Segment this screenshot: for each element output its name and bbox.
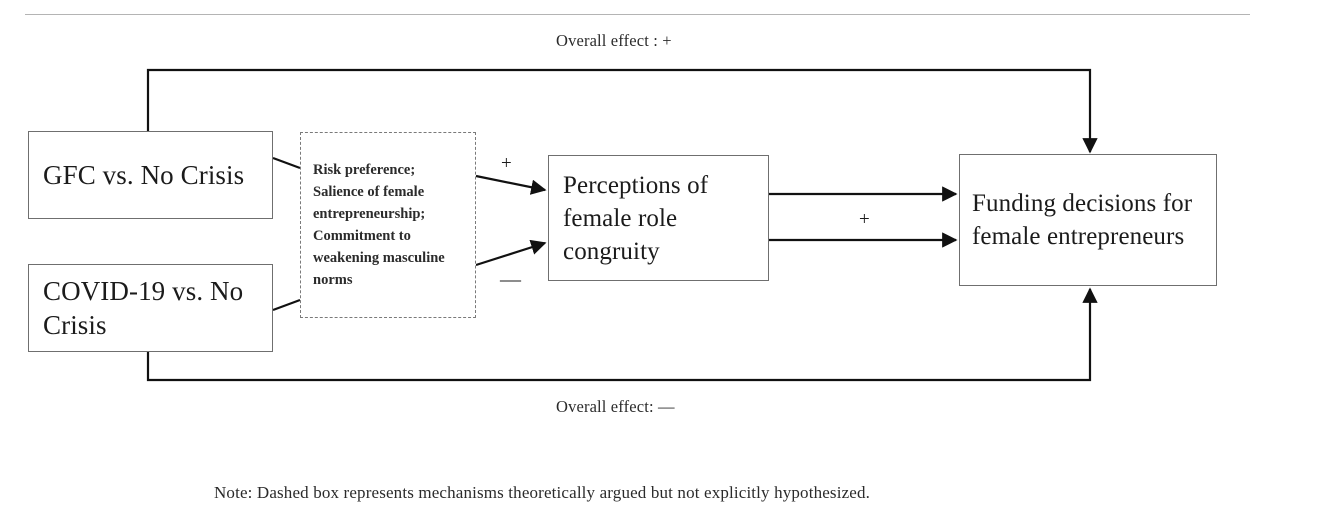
caption-figure-note: Note: Dashed box represents mechanisms t… [214,483,871,502]
edge-covid-to-mechanisms [272,298,301,312]
node-covid19-vs-no-crisis[interactable]: COVID-19 vs. No Crisis [28,264,273,352]
edge-label-perceptions-to-funding-sign: + [859,209,870,230]
node-gfc-vs-no-crisis[interactable]: GFC vs. No Crisis [28,131,273,219]
edge-covid-to-funding-overall [146,287,1098,382]
edge-label-gfc-to-perceptions-sign: + [501,153,512,174]
edge-label-covid-to-perceptions-sign: — [500,267,521,291]
node-perceptions-label: Perceptions of female role congruity [563,171,709,265]
edge-mechanisms-to-perceptions-positive [475,174,547,195]
node-covid-label: COVID-19 vs. No Crisis [43,275,244,340]
node-mechanisms-label: Risk preference; Salience of female entr… [313,161,445,289]
node-gfc-label: GFC vs. No Crisis [43,159,245,190]
caption-overall-effect-top: Overall effect : + [556,31,672,50]
node-funding-label: Funding decisions for female entrepreneu… [972,190,1193,250]
caption-overall-effect-bottom: Overall effect: — [556,397,675,416]
node-funding-decisions-for-female-entrepreneurs[interactable]: Funding decisions for female entrepreneu… [959,154,1217,286]
edge-mechanisms-to-perceptions-negative [475,239,547,267]
edge-gfc-to-funding-overall [146,68,1098,154]
edge-gfc-to-mechanisms [272,156,301,170]
header-divider-rule [25,14,1250,15]
node-perceptions-of-female-role-congruity[interactable]: Perceptions of female role congruity [548,155,769,281]
node-mechanisms-dashed-box[interactable]: Risk preference; Salience of female entr… [300,132,476,318]
